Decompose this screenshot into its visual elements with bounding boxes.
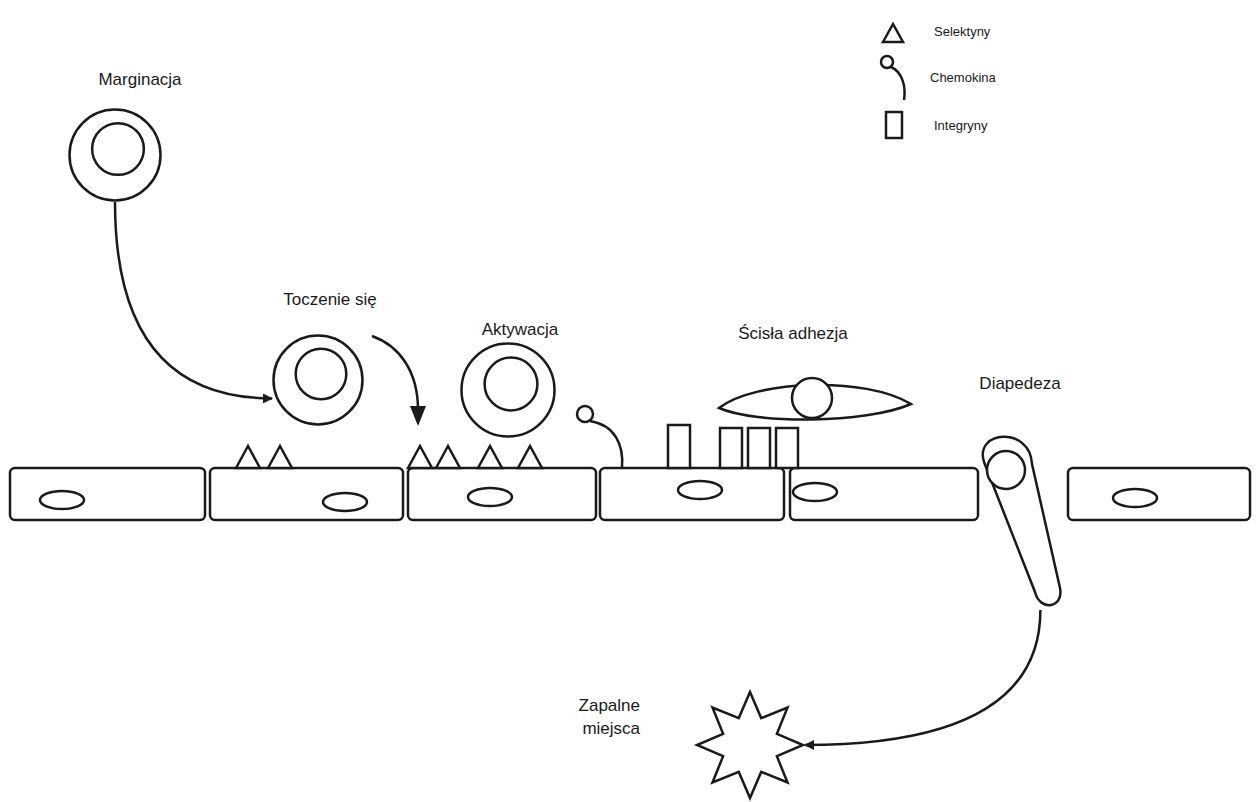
stage-label: Ścisła adhezja [738,322,848,345]
cell-nucleus [678,481,722,499]
selectin-symbol [478,446,502,468]
legend-text: Integryny [934,118,987,134]
legend-text: Selektyny [934,24,990,40]
rotation-arrowhead [410,406,426,426]
integrin-symbol [720,428,742,468]
chemokine-symbol [590,421,622,468]
node-shape [68,108,162,202]
legend-sample [891,67,905,100]
cell-nucleus [296,349,347,400]
endothelial-cell [10,468,205,520]
cell-outline [70,110,161,201]
node-shape [972,430,1067,610]
leukocyte-cell: Marginacja [68,108,162,202]
star-outline [697,692,803,798]
selectin-symbol [436,446,460,468]
selectin-symbol [236,446,260,468]
selectin-symbol [408,446,432,468]
leukocyte-cell: Diapedeza [972,430,1067,610]
endothelial-cell [790,468,978,520]
leukocyte-cell: Toczenie się [272,334,364,426]
stage-label: Aktywacja [440,318,600,341]
node-shape [272,334,364,426]
legend-sample [881,56,893,68]
cell-nucleus [1113,489,1157,507]
chemokine-symbol [577,406,593,422]
stage-label: Diapedeza [950,372,1090,395]
endothelial-cell [408,468,596,520]
node-shape [695,690,805,800]
stage-label: Zapalne miejsca [550,694,640,740]
stage-label: Marginacja [60,68,220,91]
flow-arrow [115,202,272,398]
cell-outline [274,336,363,425]
cell-nucleus [792,378,832,418]
endothelial-cell [1068,468,1250,520]
inflammation-site: Zapalne miejsca [695,690,805,800]
legend-sample [883,24,903,42]
leukocyte-cell: Ścisła adhezja [715,368,915,428]
node-shape [460,342,556,438]
leukocyte-cell: Aktywacja [460,342,556,438]
cell-outline [462,344,555,437]
cell-nucleus [485,358,538,411]
flow-arrow [805,610,1040,745]
integrin-symbol [748,428,770,468]
stage-label: Toczenie się [250,288,410,311]
endothelial-cell [600,468,784,520]
cell-nucleus [793,483,837,501]
legend-text: Chemokina [930,70,996,86]
cell-nucleus [468,488,512,506]
selectin-symbol [518,446,542,468]
rotation-arrow [372,336,418,410]
legend-sample [886,112,902,138]
endothelial-cell [210,468,403,520]
cell-nucleus [987,451,1025,489]
cell-nucleus [92,123,144,175]
selectin-symbol [268,446,292,468]
cell-outline [983,437,1061,605]
cell-nucleus [323,493,367,511]
integrin-symbol [668,425,690,468]
node-shape [715,368,915,428]
cell-nucleus [40,491,84,509]
integrin-symbol [776,428,798,468]
